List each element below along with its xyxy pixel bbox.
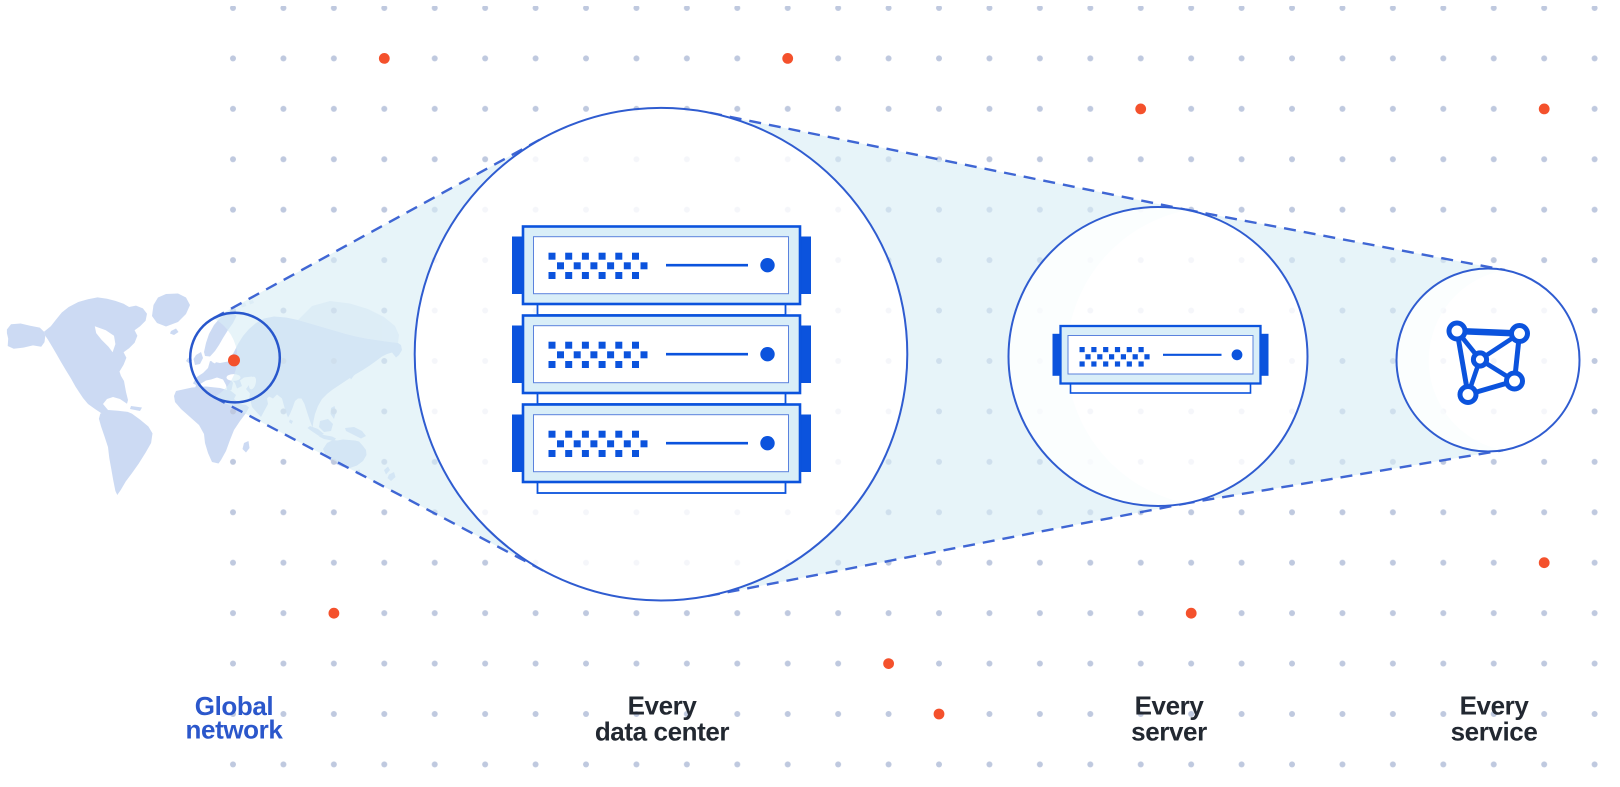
svg-text:server: server [1131, 717, 1207, 747]
svg-text:data center: data center [595, 717, 730, 747]
svg-text:network: network [186, 715, 284, 745]
svg-text:service: service [1451, 717, 1538, 747]
